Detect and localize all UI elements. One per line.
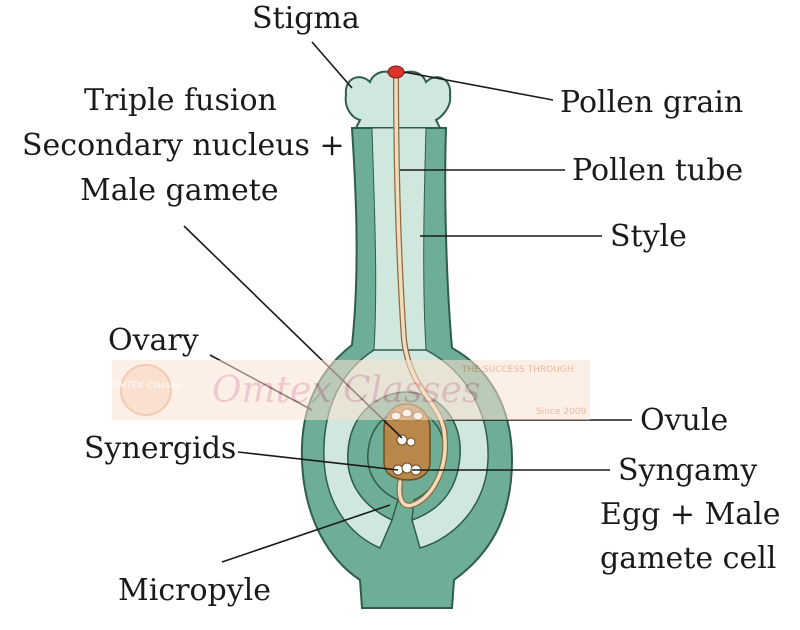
pollen-grain — [387, 65, 405, 79]
label-stigma: Stigma — [252, 1, 360, 36]
label-ovule: Ovule — [640, 403, 729, 438]
watermark-since: Since 2009 — [536, 407, 586, 417]
watermark-tagline: THE SUCCESS THROUGH — [461, 365, 574, 375]
egg-apparatus — [392, 462, 422, 476]
label-micropyle: Micropyle — [118, 573, 272, 608]
label-triple-fusion: Triple fusion — [84, 83, 277, 118]
watermark-logo-text: OMTEX Classes — [112, 381, 181, 391]
leader-synergids — [237, 451, 399, 471]
leader-stigma — [311, 41, 353, 89]
label-male-gamete: Male gamete — [80, 173, 279, 208]
label-syngamy: Syngamy — [618, 453, 758, 488]
label-secondary-nucleus: Secondary nucleus + — [22, 128, 345, 163]
label-gamete-cell: gamete cell — [600, 541, 777, 576]
label-pollen-grain: Pollen grain — [560, 85, 744, 120]
label-synergids: Synergids — [84, 431, 237, 466]
watermark-logo: OMTEX Classes Omtex Classes THE SUCCESS … — [112, 360, 590, 420]
leader-micropyle — [221, 504, 391, 563]
label-style: Style — [610, 219, 687, 254]
secondary-nucleus — [396, 434, 416, 447]
label-egg-male: Egg + Male — [600, 497, 781, 532]
leader-pollen-grain — [403, 71, 554, 101]
label-ovary: Ovary — [108, 323, 199, 358]
label-pollen-tube: Pollen tube — [572, 153, 744, 188]
watermark-brand: Omtex Classes — [212, 370, 480, 411]
